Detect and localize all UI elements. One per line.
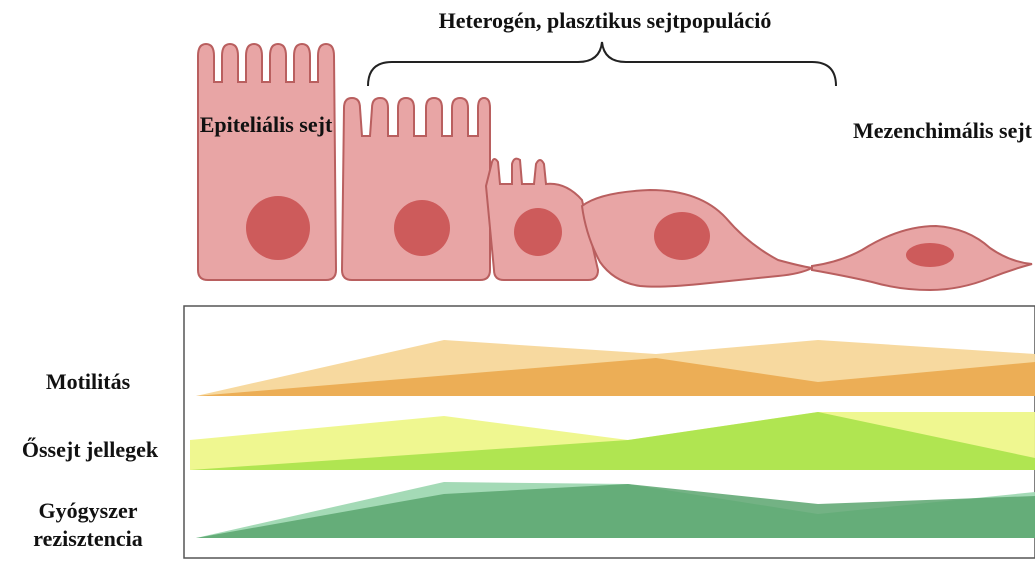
stemness-label: Őssejt jellegek: [0, 436, 180, 464]
transitional-cell-1: [342, 98, 490, 280]
motility-label: Motilitás: [8, 368, 168, 396]
curly-brace: [368, 42, 836, 86]
mesenchymal-cell: [812, 226, 1032, 290]
epithelial-cell: [198, 44, 336, 280]
mesenchymal-cell-label: Mezenchimális sejt: [845, 118, 1035, 143]
epithelial-cell-label: Epiteliális sejt: [196, 112, 336, 137]
transitional-cell-3: [582, 190, 812, 287]
drug-resistance-label: Gyógyszer rezisztencia: [8, 497, 168, 552]
transitional-cell-2: [486, 159, 598, 280]
heterogeneous-population-title: Heterogén, plasztikus sejtpopuláció: [300, 8, 910, 33]
